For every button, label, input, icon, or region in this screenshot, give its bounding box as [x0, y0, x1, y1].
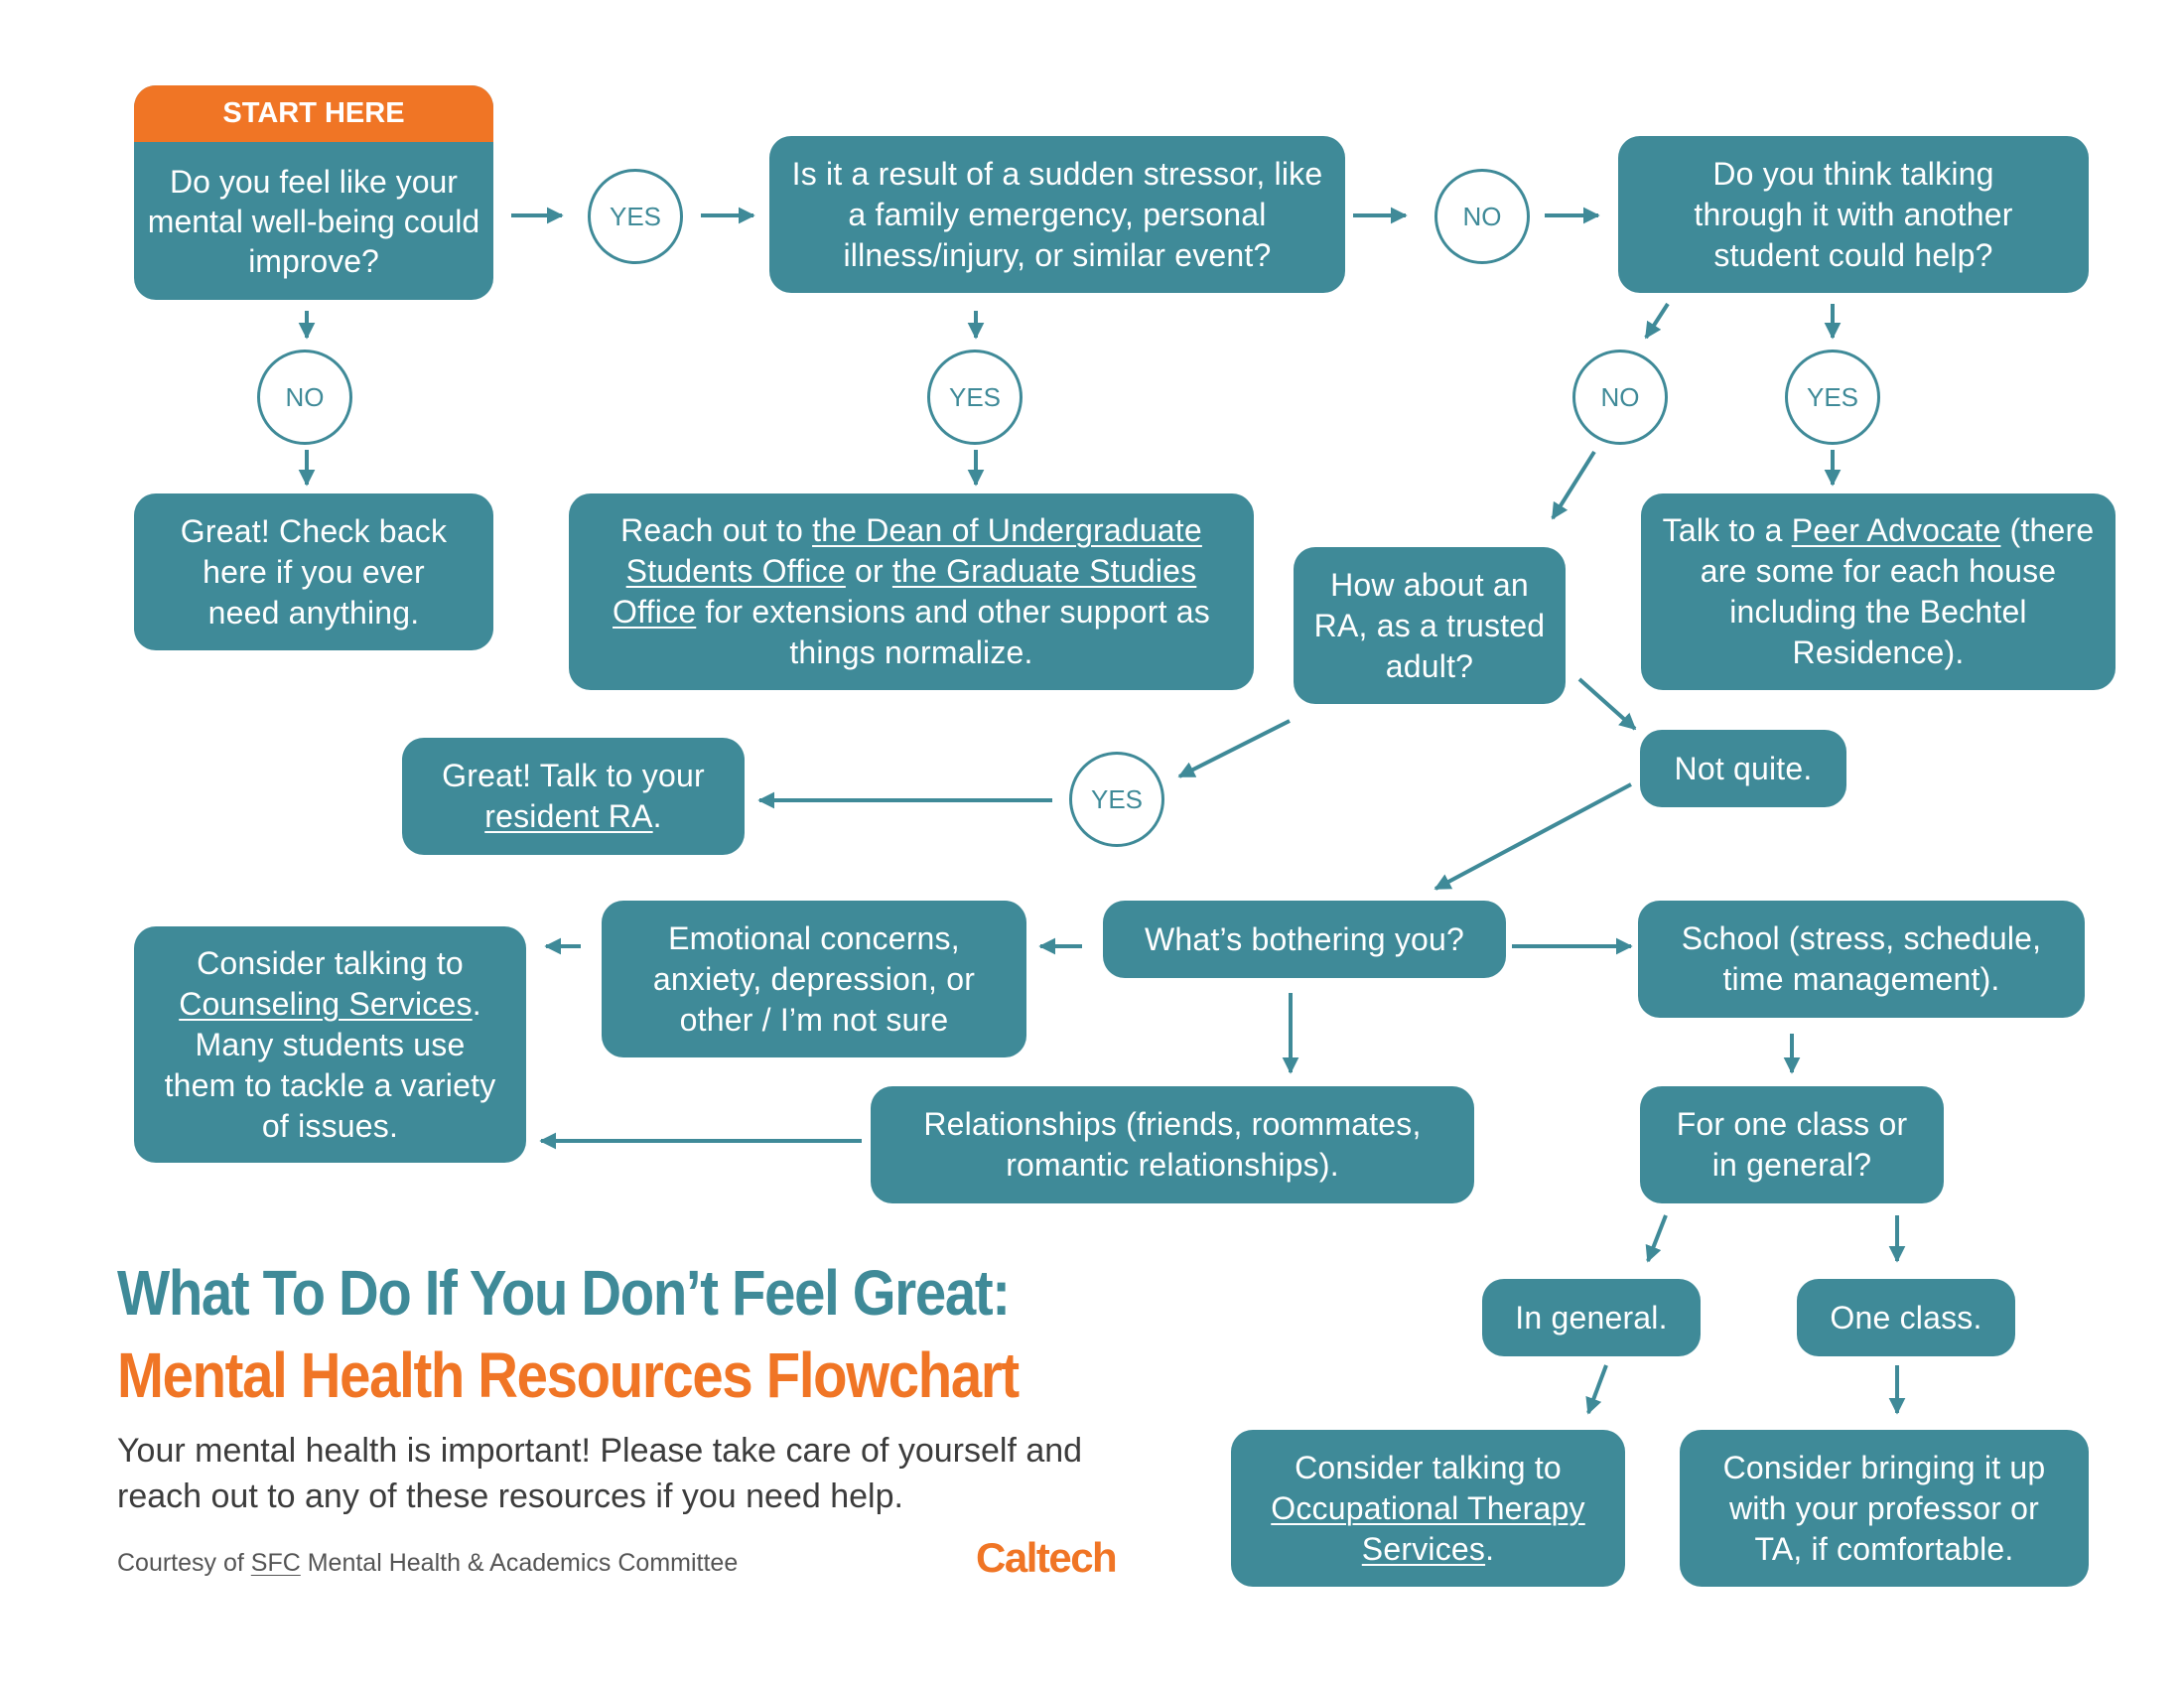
no-circle: NO — [1434, 169, 1530, 264]
caltech-logo: Caltech — [976, 1534, 1118, 1581]
occupational-therapy-link[interactable]: Occupational Therapy Services — [1271, 1489, 1585, 1567]
page-subtitle: Mental Health Resources Flowchart — [117, 1339, 1020, 1411]
in-general-box: In general. — [1482, 1279, 1701, 1356]
page-title: What To Do If You Don’t Feel Great: — [117, 1257, 1011, 1329]
yes-circle: YES — [1069, 752, 1164, 847]
not-quite-box: Not quite. — [1640, 730, 1846, 807]
arrow — [1177, 719, 1291, 778]
peer-advocate-link[interactable]: Peer Advocate — [1791, 512, 2001, 548]
yes-circle: YES — [927, 350, 1023, 445]
dean-office-box: Reach out to the Dean of Undergraduate S… — [569, 493, 1254, 690]
ra-question: How about an RA, as a trusted adult? — [1294, 547, 1566, 704]
counseling-services-box: Consider talking to Counseling Services.… — [134, 926, 526, 1163]
start-here-label: START HERE — [134, 85, 493, 142]
whats-bothering-box: What’s bothering you? — [1103, 901, 1506, 978]
yes-circle: YES — [1785, 350, 1880, 445]
arrow — [1645, 1214, 1668, 1263]
start-box: START HERE Do you feel like your mental … — [134, 85, 493, 300]
resident-ra-link[interactable]: resident RA — [484, 798, 653, 834]
sudden-stressor-question: Is it a result of a sudden stressor, lik… — [769, 136, 1345, 293]
sfc-link[interactable]: SFC — [250, 1549, 301, 1577]
grad-studies-link[interactable]: the Graduate Studies Office — [613, 553, 1197, 630]
relationships-box: Relationships (friends, roommates, roman… — [871, 1086, 1474, 1203]
talk-ra-box: Great! Talk to your resident RA. — [402, 738, 745, 855]
intro-text: Your mental health is important! Please … — [117, 1432, 1083, 1515]
arrow — [1433, 782, 1632, 891]
peer-advocate-box: Talk to a Peer Advocate (there are some … — [1641, 493, 2116, 690]
school-box: School (stress, schedule, time managemen… — [1638, 901, 2085, 1018]
arrow — [1551, 450, 1596, 520]
professor-ta-box: Consider bringing it up with your profes… — [1680, 1430, 2089, 1587]
arrow — [1585, 1364, 1608, 1415]
dean-undergrad-link[interactable]: the Dean of Undergraduate Students Offic… — [625, 512, 1202, 589]
start-question: Do you feel like your mental well-being … — [147, 163, 480, 279]
occupational-therapy-box: Consider talking to Occupational Therapy… — [1231, 1430, 1625, 1587]
counseling-services-link[interactable]: Counseling Services — [179, 985, 473, 1022]
courtesy-line: Courtesy of SFC Mental Health & Academic… — [117, 1549, 739, 1577]
great-check-back-box: Great! Check back here if you ever need … — [134, 493, 493, 650]
one-or-general-box: For one class or in general? — [1640, 1086, 1944, 1203]
talk-student-question: Do you think talking through it with ano… — [1618, 136, 2089, 293]
yes-circle: YES — [588, 169, 683, 264]
one-class-box: One class. — [1797, 1279, 2015, 1356]
arrow — [1644, 302, 1670, 340]
emotional-concerns-box: Emotional concerns, anxiety, depression,… — [602, 901, 1026, 1057]
no-circle: NO — [257, 350, 352, 445]
arrow — [1577, 677, 1637, 731]
no-circle: NO — [1572, 350, 1668, 445]
